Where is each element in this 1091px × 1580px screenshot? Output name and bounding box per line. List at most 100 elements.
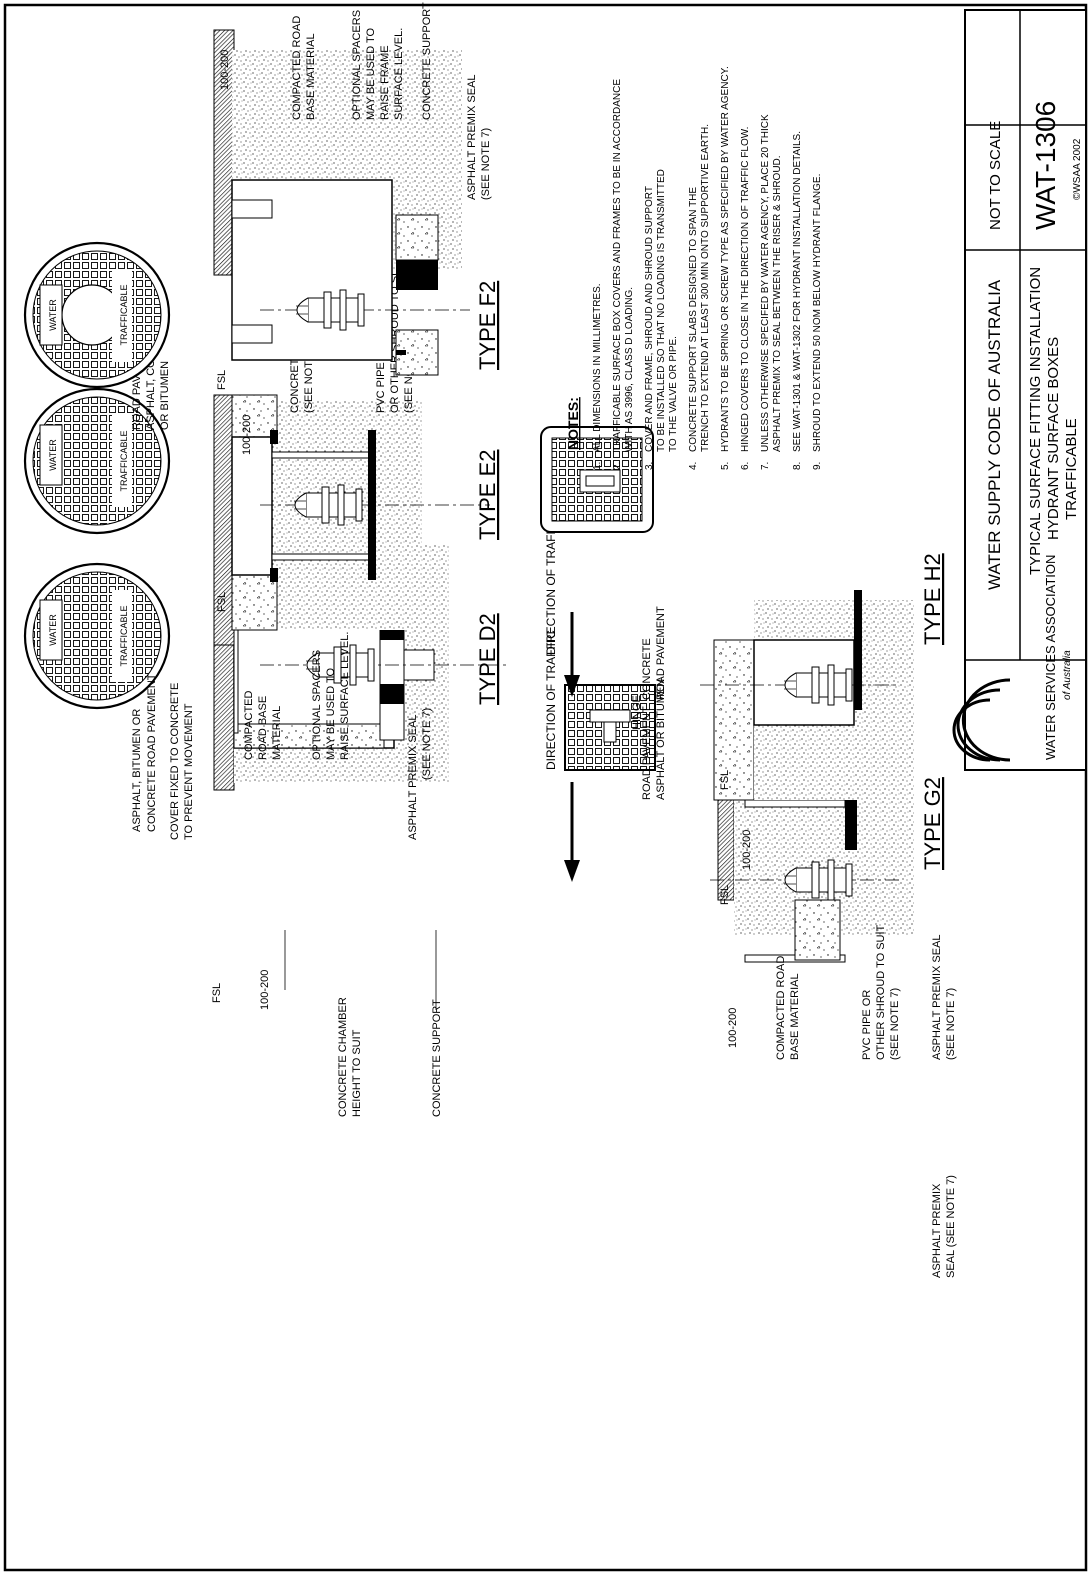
type-f2-detail: WATER TRAFFICABLE FSL 100-200 COMPACTED … — [23, 2, 500, 390]
f2-trafficable-mark: TRAFFICABLE — [119, 284, 129, 345]
title-block: WATER SERVICES ASSOCIATION of Australia … — [952, 9, 1087, 771]
d2-fsl-label: FSL — [211, 983, 223, 1003]
drawing-title-2: HYDRANT SURFACE BOXES — [1045, 337, 1062, 540]
d2-cover-fixed-label-2: TO PREVENT MOVEMENT — [183, 703, 195, 840]
f2-cover-plan: WATER TRAFFICABLE — [23, 241, 171, 389]
d2-support-label: CONCRETE SUPPORT — [431, 999, 443, 1117]
note-number: 7. — [760, 462, 771, 470]
type-g2-title: TYPE G2 — [920, 777, 945, 870]
note-text-line: TRENCH TO EXTEND AT LEAST 300 MIN ONTO S… — [700, 124, 711, 452]
e2-pavement-label-3: OR BITUMEN — [159, 361, 171, 430]
d2-pavement-label-2: CONCRETE ROAD PAVEMENT — [146, 673, 158, 832]
f2-spacers-label-4: SURFACE LEVEL. — [393, 28, 405, 120]
h2-dim-label: 100-200 — [741, 830, 753, 870]
g2-seal2-label-1: ASPHALT PREMIX SEAL — [931, 934, 943, 1060]
note-text-line: HINGED COVERS TO CLOSE IN THE DIRECTION … — [740, 127, 751, 452]
type-h2-title: TYPE H2 — [920, 553, 945, 645]
g2-compacted-label-2: BASE MATERIAL — [789, 973, 801, 1060]
d2-spacers-label-2: MAY BE USED TO — [325, 667, 337, 760]
note-number: 9. — [812, 462, 823, 470]
d2-chamber-label-1: CONCRETE CHAMBER — [337, 997, 349, 1117]
e2-water-mark: WATER — [48, 439, 58, 471]
drawing-title-3: TRAFFICABLE — [1063, 418, 1080, 520]
type-f2-title: TYPE F2 — [475, 281, 500, 370]
type-d2-detail: WATER TRAFFICABLE ASPHALT, BITUMEN OR CO… — [23, 539, 510, 1117]
note-text-line: WITH AS 3996, CLASS D LOADING. — [624, 287, 635, 452]
sheet-border — [3, 3, 1088, 1572]
d2-chamber-label-2: HEIGHT TO SUIT — [351, 1029, 363, 1117]
h2-fsl-label: FSL — [719, 770, 731, 790]
g2-compacted-label-1: COMPACTED ROAD — [775, 956, 787, 1060]
f2-compacted-label-2: BASE MATERIAL — [305, 33, 317, 120]
g2-pvc-label-2: OTHER SHROUD TO SUIT — [875, 924, 887, 1060]
note-text-line: UNLESS OTHERWISE SPECIFED BY WATER AGENC… — [760, 114, 771, 452]
note-text-line: HYDRANTS TO BE SPRING OR SCREW TYPE AS S… — [720, 66, 731, 452]
e2-trafficable-mark: TRAFFICABLE — [119, 430, 129, 491]
note-number: 2. — [612, 462, 623, 470]
note-text-line: ASPHALT PREMIX TO SEAL BETWEEN THE RISER… — [772, 155, 783, 452]
d2-spacers-label-1: OPTIONAL SPACERS — [311, 650, 323, 760]
g2-pvc-label-3: (SEE NOTE 7) — [889, 988, 901, 1060]
note-text-line: COVER AND FRAME, SHROUD AND SHROUD SUPPO… — [644, 186, 655, 452]
h2-direction-label: DIRECTION OF TRAFFIC — [544, 515, 558, 655]
note-number: 1. — [592, 462, 603, 470]
code-title: WATER SUPPLY CODE OF AUSTRALIA — [985, 279, 1004, 590]
d2-asphalt-seal-label-1: ASPHALT PREMIX SEAL — [407, 714, 419, 840]
h2-concrete-label-1: CONCRETE — [641, 638, 653, 700]
g2-pavement-label-1: ROAD PAVEMENT — [641, 706, 653, 800]
e2-dim-label: 100-200 — [241, 415, 253, 455]
f2-dim-label: 100-200 — [219, 50, 231, 90]
g2-hinge-label: HINGE — [631, 695, 643, 730]
f2-seal-label-2: (SEE NOTE 7) — [480, 128, 492, 200]
org-subname: of Australia — [1062, 650, 1073, 700]
e2-cover-plan: WATER TRAFFICABLE — [23, 387, 171, 535]
f2-fsl-label: FSL — [216, 370, 228, 390]
d2-asphalt-seal-label-2: (SEE NOTE 7) — [421, 708, 433, 780]
wsaa-logo-icon — [952, 678, 1011, 762]
g2-fsl-label: FSL — [719, 885, 731, 905]
d2-cover-plan: WATER TRAFFICABLE — [23, 562, 171, 710]
g2-cover-plan — [564, 684, 656, 771]
drawing-title-1: TYPICAL SURFACE FITTING INSTALLATION — [1027, 267, 1044, 575]
note-number: 5. — [720, 462, 731, 470]
e2-fsl-label: FSL — [216, 592, 228, 612]
note-number: 4. — [688, 462, 699, 470]
drawing-number: WAT-1306 — [1030, 101, 1061, 230]
g2-seal-label-2: SEAL (SEE NOTE 7) — [945, 1175, 957, 1278]
type-d2-title: TYPE D2 — [475, 613, 500, 705]
d2-cover-fixed-label-1: COVER FIXED TO CONCRETE — [169, 683, 181, 840]
note-number: 6. — [740, 462, 751, 470]
d2-spacers-label-3: RAISE SURFACE LEVEL. — [339, 632, 351, 760]
notes-block: NOTES: 1. ALL DIMENSIONS IN MILLIMETRES. 2… — [565, 66, 823, 470]
d2-water-mark: WATER — [48, 614, 58, 646]
g2-seal-label-1: ASPHALT PREMIX — [931, 1183, 943, 1278]
d2-pavement-label-1: ASPHALT, BITUMEN OR — [131, 709, 143, 832]
note-text-line: ALL DIMENSIONS IN MILLIMETRES. — [592, 283, 603, 452]
note-number: 8. — [792, 462, 803, 470]
note-text-line: TO THE VALVE OR PIPE. — [668, 336, 679, 452]
g2-pvc-label-1: PVC PIPE OR — [861, 990, 873, 1060]
g2-direction-label: DIRECTION OF TRAFFIC — [544, 630, 558, 770]
f2-water-mark: WATER — [48, 299, 58, 331]
f2-support-label: CONCRETE SUPPORT — [421, 2, 433, 120]
note-text-line: SEE WAT-1301 & WAT-1302 FOR HYDRANT INST… — [792, 131, 803, 452]
scale-note: NOT TO SCALE — [987, 121, 1004, 230]
note-text-line: CONCRETE SUPPORT SLABS DESIGNED TO SPAN … — [688, 187, 699, 452]
f2-spacers-label-1: OPTIONAL SPACERS — [351, 10, 363, 120]
g2-dim-label: 100-200 — [727, 1008, 739, 1048]
copyright: ©WSAA 2002 — [1072, 138, 1083, 200]
f2-seal-label-1: ASPHALT PREMIX SEAL — [466, 74, 478, 200]
type-e2-title: TYPE E2 — [475, 450, 500, 540]
d2-compacted-label-1: COMPACTED — [243, 690, 255, 760]
f2-spacers-label-2: MAY BE USED TO — [365, 27, 377, 120]
org-name: WATER SERVICES ASSOCIATION — [1043, 555, 1058, 760]
f2-spacers-label-3: RAISE FRAME — [379, 45, 391, 120]
type-h2-detail: DIRECTION OF TRAFFIC FSL 100-200 CONCRET… — [540, 426, 945, 870]
d2-compacted-label-2: ROAD BASE — [257, 696, 269, 760]
g2-seal2-label-2: (SEE NOTE 7) — [945, 988, 957, 1060]
f2-compacted-label-1: COMPACTED ROAD — [291, 16, 303, 120]
d2-trafficable-mark: TRAFFICABLE — [119, 605, 129, 666]
notes-heading: NOTES: — [565, 397, 581, 450]
